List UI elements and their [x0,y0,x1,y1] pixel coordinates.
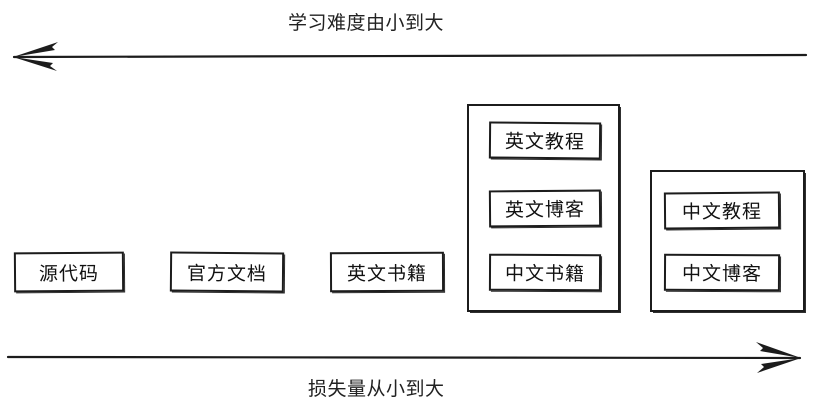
node-english-tutorials[interactable]: 英文教程 [488,121,602,160]
node-label: 中文书籍 [504,262,586,286]
top-axis-arrow [12,42,808,71]
node-label: 英文博客 [504,198,586,222]
node-source-code[interactable]: 源代码 [13,251,125,293]
node-label: 中文博客 [681,262,763,286]
node-chinese-tutorials[interactable]: 中文教程 [663,191,781,230]
node-chinese-blogs[interactable]: 中文博客 [663,253,781,292]
node-label: 中文教程 [681,200,763,224]
node-label: 源代码 [38,262,100,285]
top-axis-label: 学习难度由小到大 [288,12,445,34]
node-chinese-books[interactable]: 中文书籍 [488,253,602,292]
bottom-axis-label: 损失量从小到大 [308,378,445,400]
node-label: 英文教程 [504,130,586,154]
arrow-left-icon [13,42,58,71]
arrow-right-icon [756,342,801,373]
node-label: 英文书籍 [346,262,428,285]
node-english-blogs[interactable]: 英文博客 [488,189,602,228]
node-official-docs[interactable]: 官方文档 [169,251,285,293]
node-english-books[interactable]: 英文书籍 [329,251,445,293]
node-label: 官方文档 [186,262,268,285]
